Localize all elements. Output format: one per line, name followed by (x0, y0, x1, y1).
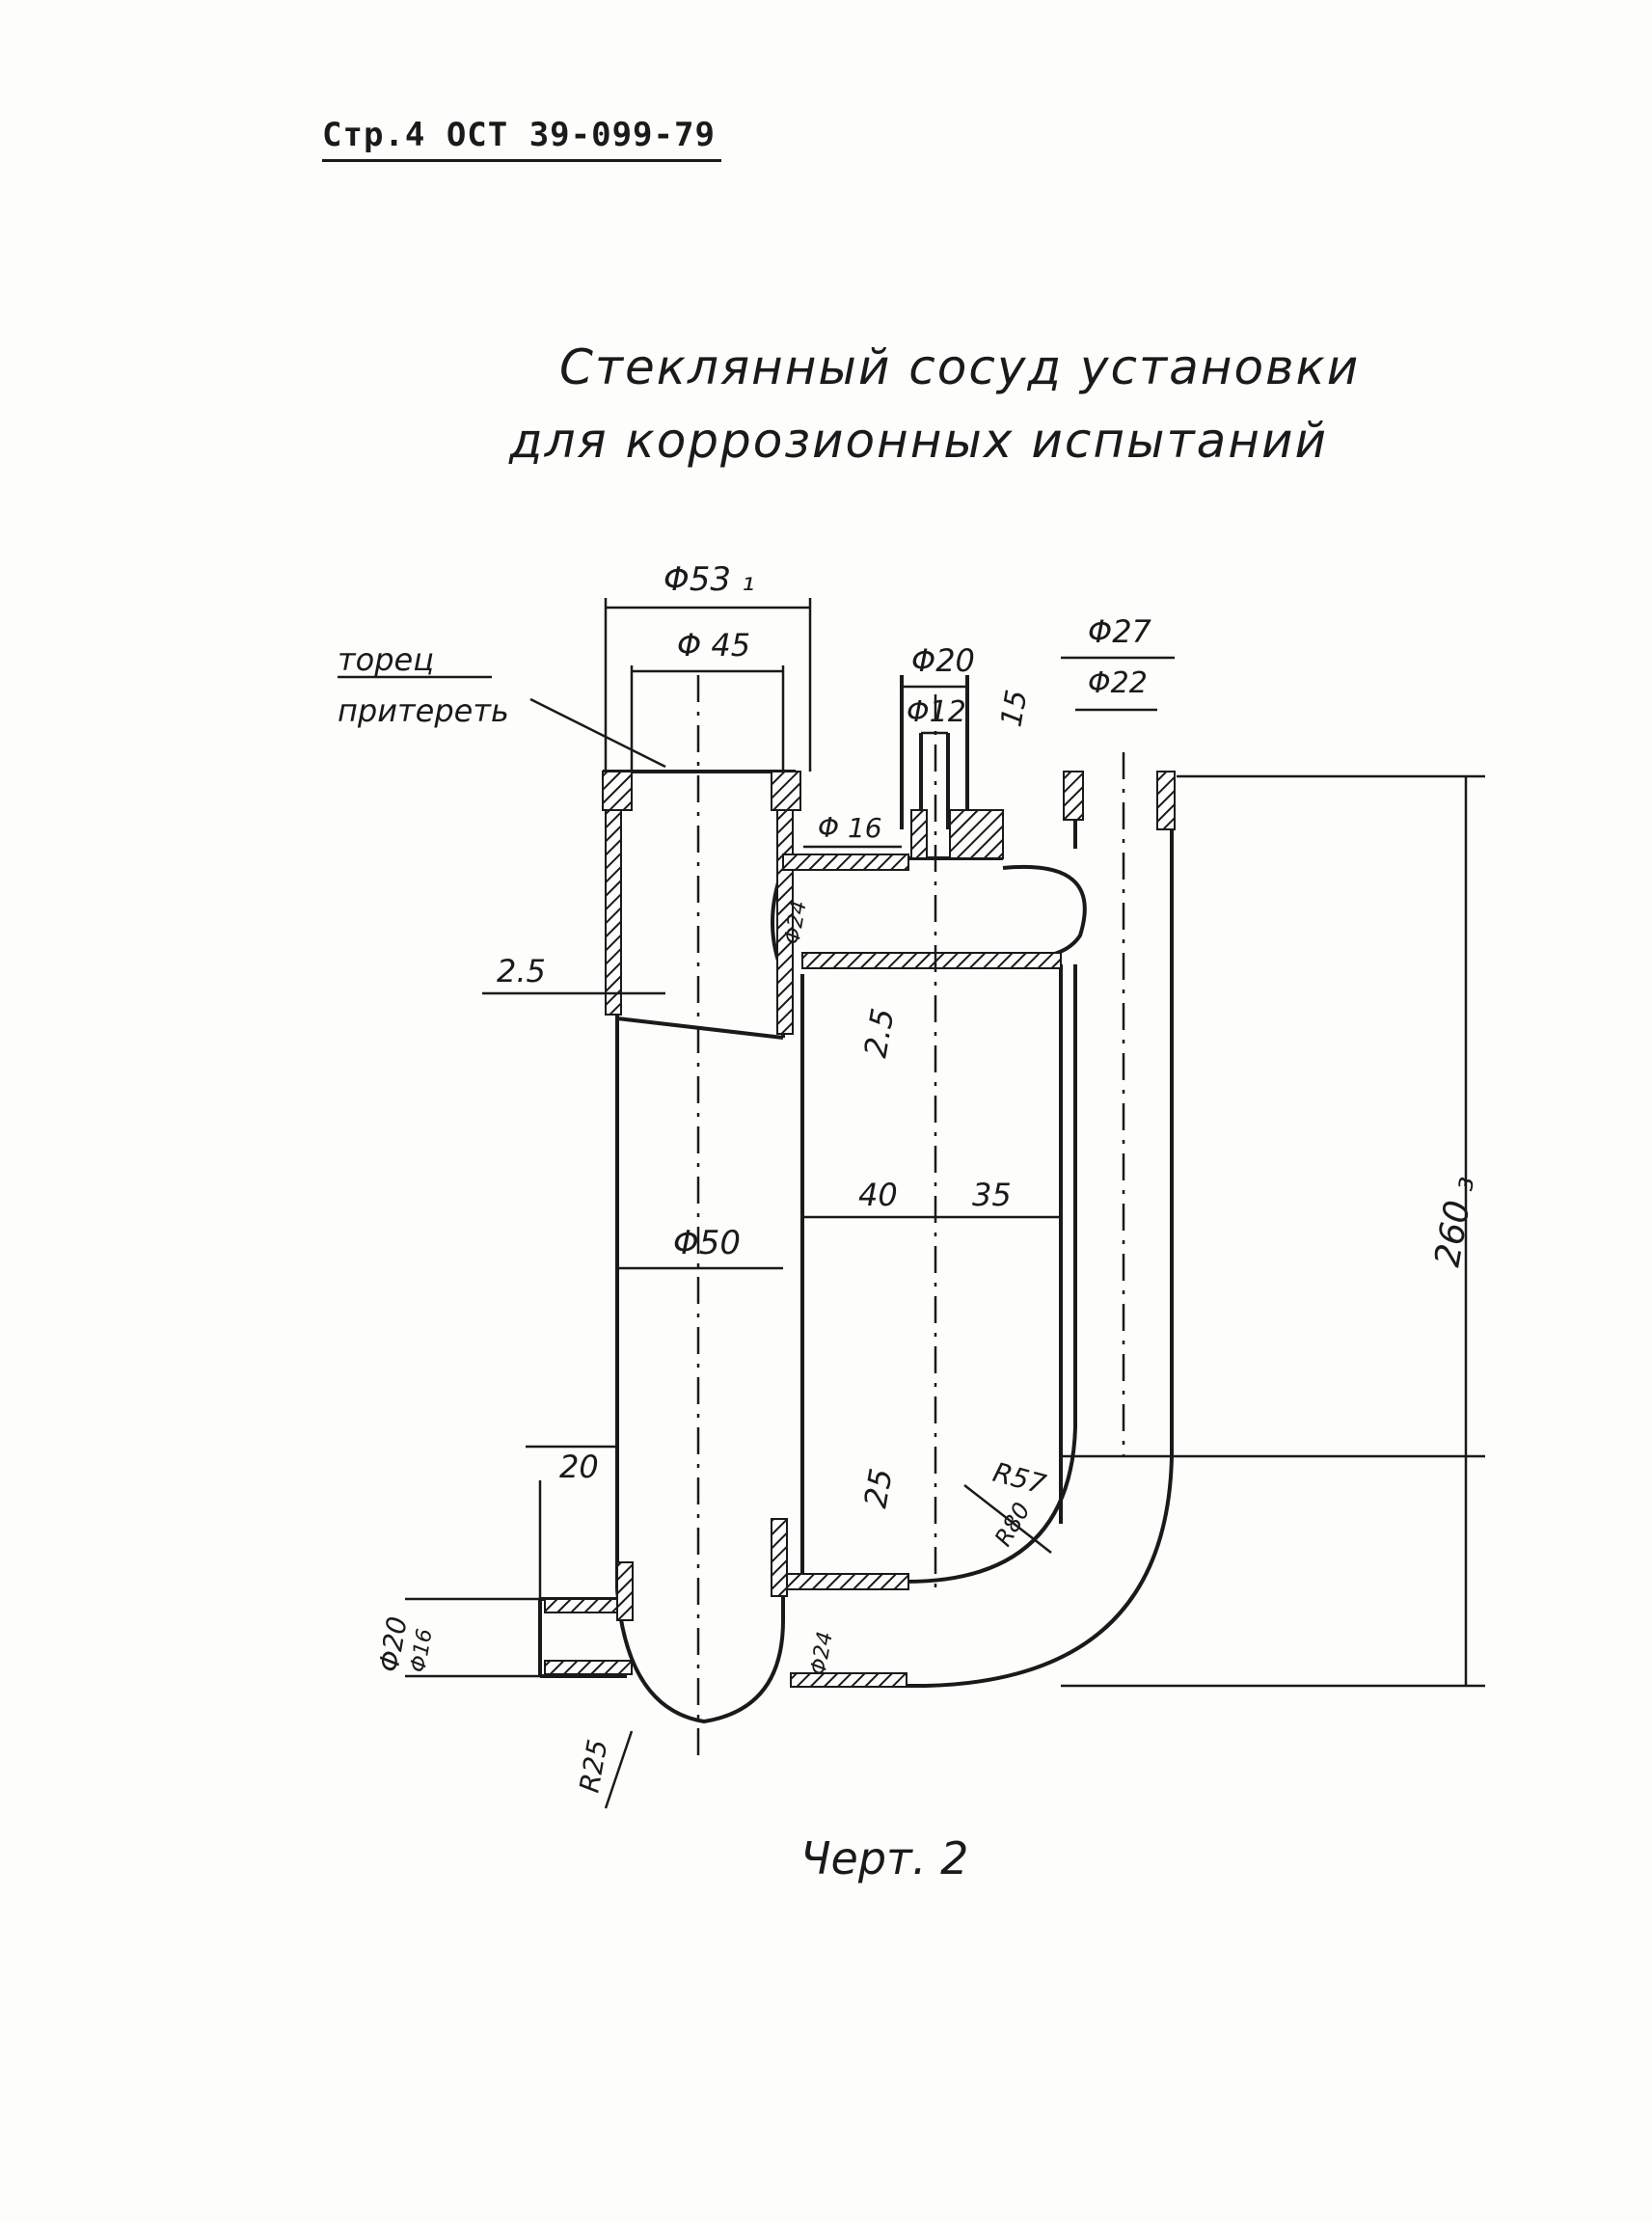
dim-d50: Φ50 (673, 1224, 741, 1262)
dim-h15: 15 (994, 688, 1034, 730)
dim-d53: Φ53 ₁ (664, 560, 754, 599)
dim-r57: R57 (989, 1456, 1049, 1501)
dim-d45: Φ 45 (677, 627, 750, 664)
dim-d22: Φ22 (1088, 666, 1148, 700)
dim-d12: Φ12 (907, 695, 966, 729)
page-reference: Стр.4 ОСТ 39-099-79 (322, 116, 716, 154)
dimension-labels: Φ53 ₁ Φ 45 Φ20 Φ12 15 Φ27 Φ22 Φ 16 Φ24 2… (338, 560, 1482, 1795)
figure-caption: Черт. 2 (800, 1832, 969, 1884)
dim-40: 40 (858, 1177, 898, 1213)
hatched-sections (544, 771, 1176, 1688)
dim-h25: 25 (856, 1466, 899, 1511)
dim-d16: Φ 16 (818, 812, 882, 844)
center-lines (696, 675, 1125, 1755)
note-line-2: притереть (338, 692, 509, 729)
header-underline (322, 159, 721, 162)
dim-d24-bottom: Φ24 (806, 1630, 837, 1677)
dim-r25: R25 (573, 1737, 613, 1795)
page-header: Стр.4 ОСТ 39-099-79 (322, 116, 721, 162)
dimension-lines (405, 598, 1485, 1809)
dim-w20: 20 (559, 1449, 599, 1485)
drawing-title-line-1: Стеклянный сосуд установки (559, 339, 1361, 395)
dim-d20-top: Φ20 (911, 642, 975, 679)
dim-h260: 260 ₃ (1427, 1173, 1482, 1269)
dim-35: 35 (972, 1177, 1012, 1213)
note-line-1: торец (338, 641, 434, 678)
dim-wall-25-mid: 2.5 (856, 1006, 901, 1061)
dim-d27: Φ27 (1088, 613, 1152, 650)
drawing-title-line-2: для коррозионных испытаний (509, 413, 1328, 469)
dim-wall-25-left: 2.5 (497, 953, 546, 989)
